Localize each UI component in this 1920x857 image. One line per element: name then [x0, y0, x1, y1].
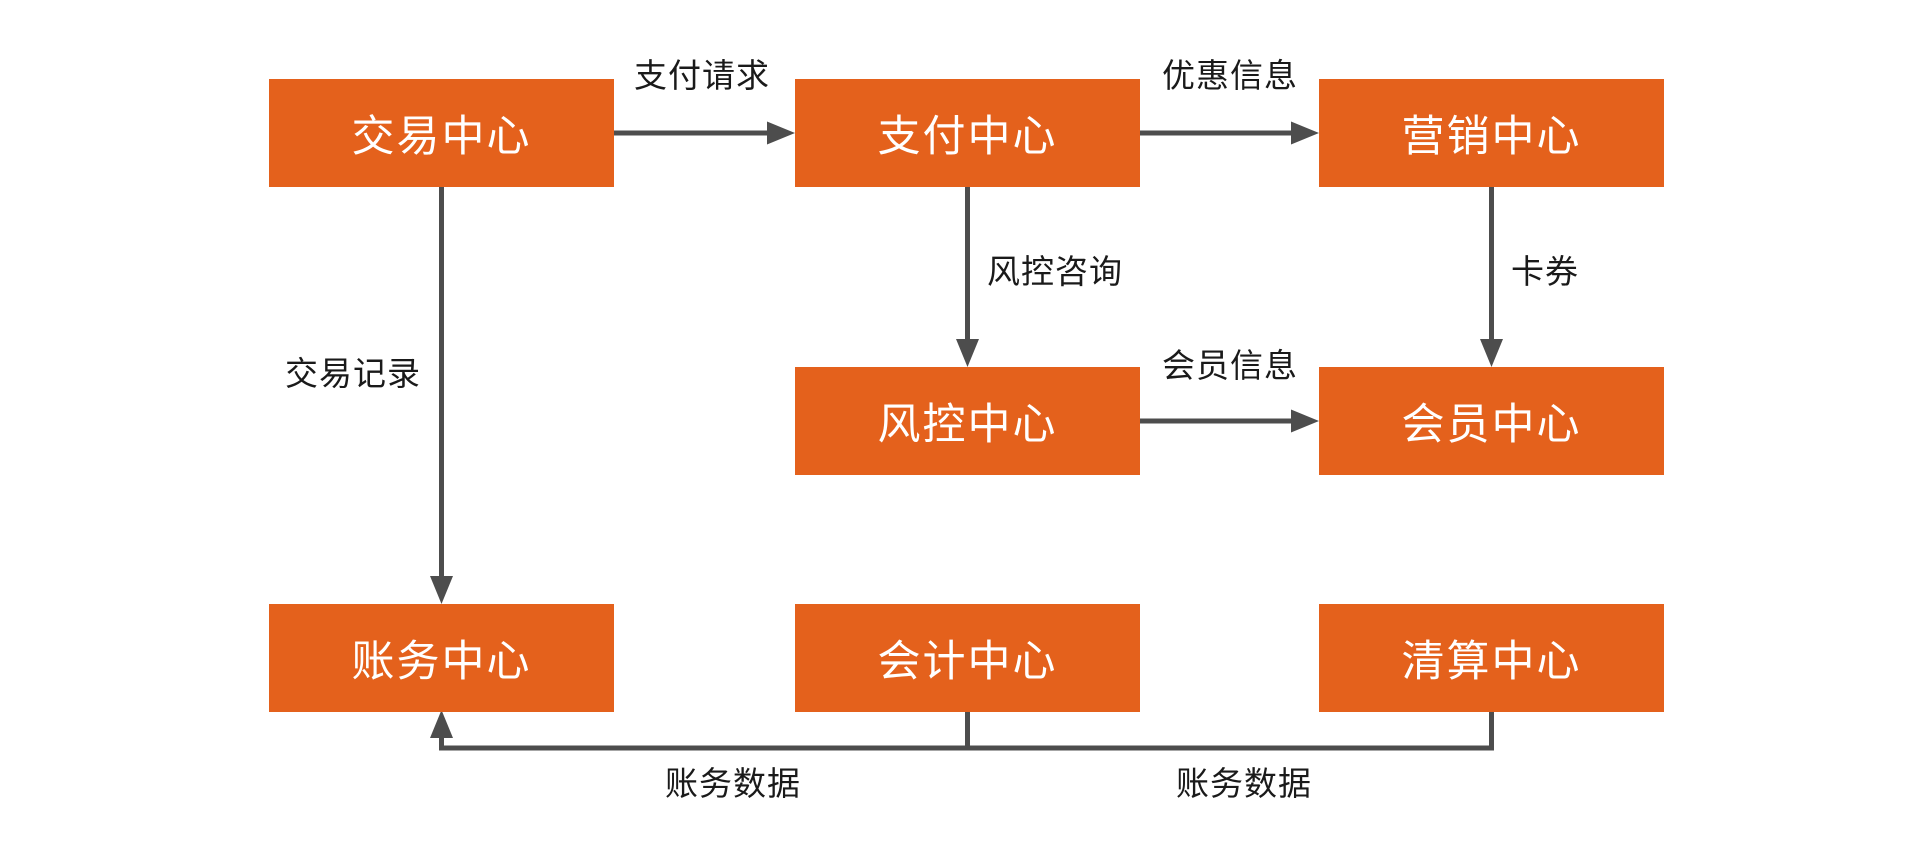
- node-accounting-center: 会计中心: [795, 604, 1140, 712]
- arrowhead-marketing-to-member: [1480, 339, 1503, 367]
- edge-label-promo-info: 优惠信息: [1162, 57, 1298, 94]
- edge-label-member-info: 会员信息: [1162, 347, 1298, 384]
- edge-label-payment-request: 支付请求: [634, 57, 770, 94]
- node-trade-center: 交易中心: [269, 79, 614, 187]
- arrowhead-trade-to-billing: [430, 576, 453, 604]
- node-clearing-center: 清算中心: [1319, 604, 1664, 712]
- node-marketing-center: 营销中心: [1319, 79, 1664, 187]
- node-risk-control-center: 风控中心: [795, 367, 1140, 475]
- node-billing-center: 账务中心: [269, 604, 614, 712]
- node-payment-center: 支付中心: [795, 79, 1140, 187]
- node-member-center: 会员中心: [1319, 367, 1664, 475]
- edge-label-card-coupon: 卡券: [1511, 253, 1579, 290]
- arrowhead-risk-to-member: [1291, 409, 1319, 433]
- edge-label-risk-consult: 风控咨询: [987, 253, 1123, 290]
- arrowhead-payment-to-risk: [956, 339, 979, 367]
- edge-label-billing-data-left: 账务数据: [665, 765, 801, 802]
- edge-label-trade-record: 交易记录: [285, 355, 421, 392]
- edge-label-billing-data-right: 账务数据: [1176, 765, 1312, 802]
- arrowhead-payment-to-marketing: [1291, 121, 1319, 145]
- arrowhead-bottom-into-billing: [430, 710, 453, 738]
- arrowhead-trade-to-payment: [767, 121, 795, 145]
